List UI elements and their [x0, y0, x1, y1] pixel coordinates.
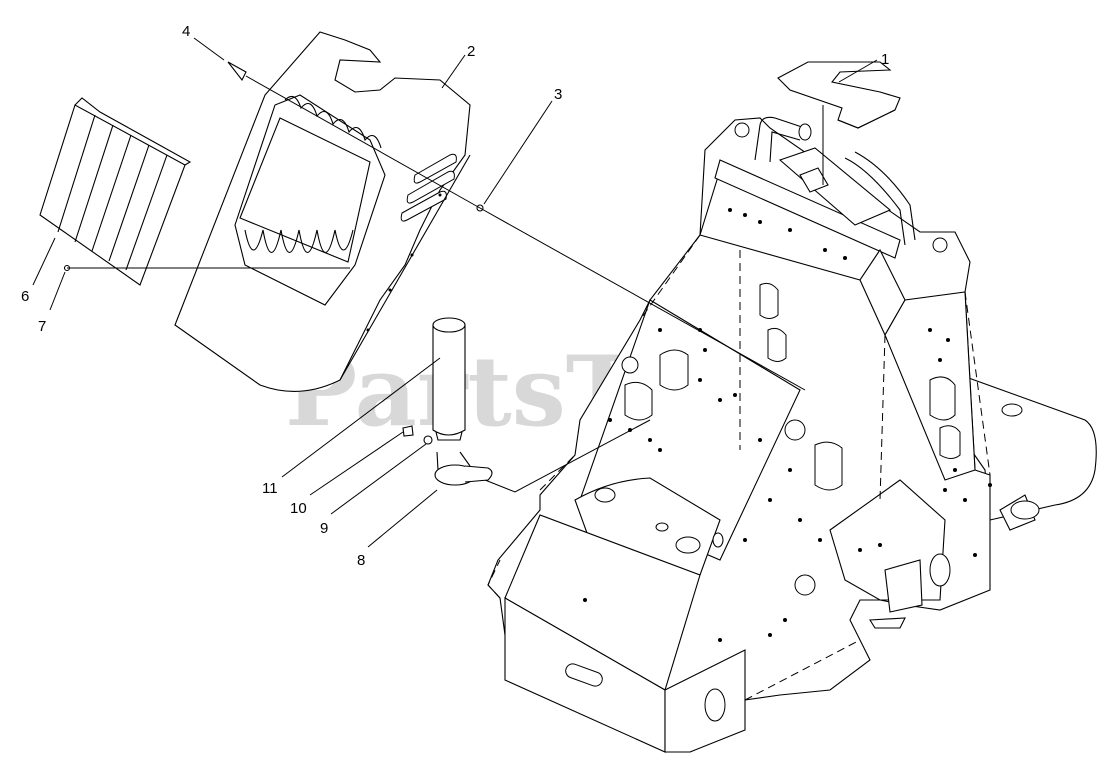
callout-1: 1: [881, 51, 889, 68]
clamp-tab: [464, 465, 493, 483]
callout-2: 2: [467, 43, 475, 60]
tower-cutout-2: [767, 327, 787, 362]
hidden-edge: [879, 334, 886, 501]
part-1-pad-edge: [837, 109, 896, 129]
callout-6: 6: [21, 288, 29, 305]
screen-slat: [125, 154, 168, 271]
shroud-louvers-bottom: [244, 229, 354, 253]
part-11-canister: [432, 317, 466, 441]
part-8-clamp: [434, 451, 493, 486]
part-4-push-rivet: [227, 61, 247, 82]
side-round-hole-2: [621, 356, 639, 374]
right-cutout-1: [929, 376, 956, 421]
right-grab-bar-inner: [854, 151, 916, 241]
shroud-louvers-top: [284, 95, 382, 149]
front-handle-slot: [565, 663, 603, 687]
rear-slot: [1010, 500, 1040, 520]
callout-3: 3: [554, 86, 562, 103]
assembly-line-shroud: [245, 75, 806, 391]
callout-10: 10: [290, 500, 307, 517]
screen-slat: [57, 114, 96, 233]
canister-neck: [435, 431, 463, 441]
right-grab-bar: [844, 157, 906, 246]
leader-8: [367, 489, 438, 548]
engine-plate-fitting: [675, 536, 701, 554]
leader-7: [49, 271, 66, 311]
hidden-edge: [539, 454, 576, 491]
screen-slat: [108, 144, 150, 262]
lower-round-hole: [794, 574, 816, 596]
leader-10: [309, 431, 404, 496]
bracket-tab: [884, 559, 923, 613]
front-pivot-hole: [704, 688, 726, 722]
rivet-pattern: [583, 208, 992, 642]
screen-frame: [39, 104, 186, 286]
floor-plate-hole: [1001, 403, 1023, 417]
canister-cap: [432, 317, 466, 333]
side-cutout-1: [659, 349, 689, 391]
callout-9: 9: [320, 520, 328, 537]
shroud-vent-3: [400, 190, 447, 222]
leader-1: [838, 59, 878, 83]
clamp-guide: [436, 451, 471, 471]
assembly-line-clamp: [484, 419, 651, 493]
leader-2: [441, 54, 466, 89]
right-cutout-2: [939, 425, 961, 459]
engine-plate-boss: [594, 487, 616, 503]
shroud-vent-2: [406, 170, 455, 204]
bracket-pivot-hole: [929, 553, 951, 587]
bar-mount-hole-right: [932, 237, 948, 253]
left-grab-bar-inner: [769, 131, 801, 163]
leader-6: [32, 237, 56, 286]
callout-7: 7: [38, 318, 46, 335]
bracket-foot: [869, 617, 906, 629]
screen-top-edge: [74, 97, 192, 166]
control-slot: [799, 167, 829, 193]
leader-3: [483, 100, 553, 205]
part-2-shroud: [174, 31, 471, 392]
part-1-pad: [777, 61, 901, 129]
grab-bar-end: [798, 123, 812, 141]
side-cutout-2: [814, 441, 843, 491]
shroud-vent-1: [413, 153, 457, 184]
shroud-flange: [339, 154, 471, 381]
hidden-edge: [964, 291, 991, 476]
side-round-hole: [784, 419, 806, 441]
tower-cutout-1: [759, 282, 779, 319]
part-10-bolt: [402, 425, 414, 437]
canister-body: [432, 324, 466, 436]
part-9-washer: [423, 435, 433, 445]
control-mount-plate: [778, 147, 892, 226]
screen-slat: [74, 124, 114, 243]
side-cutout-3: [624, 381, 653, 421]
leader-9: [330, 443, 427, 515]
frame-assembly: [487, 116, 1097, 753]
bar-mount-hole: [734, 122, 750, 138]
callout-4: 4: [182, 23, 190, 40]
hidden-edge: [744, 639, 861, 701]
engine-plate-post: [712, 532, 724, 548]
callout-8: 8: [357, 552, 365, 569]
screen-slat: [91, 134, 132, 252]
leader-11: [281, 357, 441, 478]
leader-4: [193, 37, 225, 61]
top-deck-edge: [714, 159, 901, 259]
hidden-edge: [639, 234, 701, 321]
callout-11: 11: [262, 480, 278, 497]
part-6-screen: [39, 97, 192, 286]
hidden-edge: [487, 559, 501, 599]
left-grab-bar: [754, 116, 806, 161]
engine-plate-bolt: [655, 522, 669, 532]
